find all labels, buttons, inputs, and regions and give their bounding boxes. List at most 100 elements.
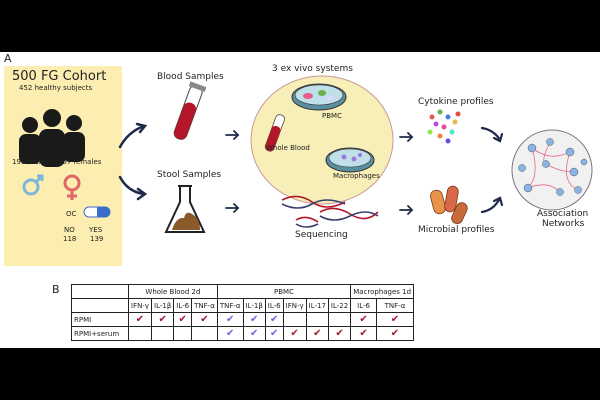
table-cell: ✔ xyxy=(242,326,266,341)
arrow-icon xyxy=(118,122,148,201)
column-header: IL-6 xyxy=(264,298,284,313)
table-cell xyxy=(173,326,193,341)
column-header: IL-6 xyxy=(350,298,377,313)
row-label: RPMI+serum xyxy=(71,326,129,341)
blood-tube-icon xyxy=(173,81,207,140)
table-cell: ✔ xyxy=(242,312,266,327)
table-cell xyxy=(282,312,307,327)
cytokine-profiles-label: Cytokine profiles xyxy=(418,97,494,107)
table-cell xyxy=(191,326,218,341)
table-row: RPMI+serum ✔ ✔ ✔ ✔ ✔ ✔ ✔ ✔ xyxy=(71,326,415,341)
male-symbol-icon xyxy=(22,174,44,196)
people-icon xyxy=(19,109,85,167)
checkmark-blue-icon: ✔ xyxy=(225,313,235,325)
column-header: IL-6 xyxy=(173,298,193,313)
pbmc-label: PBMC xyxy=(322,112,342,120)
group-header-macrophages: Macrophages 1d xyxy=(350,284,415,299)
diagram-graphics xyxy=(19,75,593,233)
dna-icon xyxy=(281,195,379,228)
checkmark-blue-icon: ✔ xyxy=(270,327,279,339)
oc-no-label: NO xyxy=(64,226,75,234)
oc-no-count: 118 xyxy=(63,235,77,243)
row-label: RPMI xyxy=(71,312,129,327)
panel-label-b: B xyxy=(52,283,60,296)
group-header-pbmc: PBMC xyxy=(216,284,352,299)
table-column-header-row: IFN-γ IL-1β IL-6 TNF-α TNF-α IL-1β IL-6 … xyxy=(71,298,415,313)
checkmark-blue-icon: ✔ xyxy=(249,313,259,325)
checkmark-red-icon: ✔ xyxy=(200,313,209,325)
checkmark-blue-icon: ✔ xyxy=(270,313,279,325)
pill-icon xyxy=(83,206,111,218)
table-cell: ✔ xyxy=(150,312,175,327)
table-corner-cell xyxy=(71,284,129,299)
petri-dish-icon xyxy=(291,83,347,111)
table-cell: ✔ xyxy=(216,312,244,327)
flask-icon xyxy=(164,185,206,233)
panel-label-a: A xyxy=(4,52,12,65)
table-cell: ✔ xyxy=(191,312,218,327)
ex-vivo-ellipse xyxy=(250,75,394,205)
table-cell: ✔ xyxy=(305,326,329,341)
column-header: TNF-α xyxy=(375,298,415,313)
petri-dish-icon xyxy=(325,147,375,173)
column-header: IL-22 xyxy=(327,298,352,313)
blood-tube-icon xyxy=(264,114,285,152)
checkmark-red-icon: ✔ xyxy=(178,313,187,325)
column-header: IFN-γ xyxy=(282,298,307,313)
checkmark-blue-icon: ✔ xyxy=(249,327,259,339)
female-symbol-icon xyxy=(63,174,81,200)
cohort-subtitle: 452 healthy subjects xyxy=(19,84,93,92)
table-cell: ✔ xyxy=(375,312,415,327)
checkmark-red-icon: ✔ xyxy=(390,327,400,339)
blood-samples-label: Blood Samples xyxy=(157,72,224,82)
table-cell xyxy=(327,312,352,327)
table-row: RPMI ✔ ✔ ✔ ✔ ✔ ✔ ✔ ✔ ✔ xyxy=(71,312,415,327)
checkmark-red-icon: ✔ xyxy=(359,313,368,325)
oc-yes-count: 139 xyxy=(90,235,104,243)
cohort-title: 500 FG Cohort xyxy=(12,69,107,84)
stool-samples-label: Stool Samples xyxy=(157,170,222,180)
table-cell: ✔ xyxy=(350,326,377,341)
table-cell: ✔ xyxy=(264,326,284,341)
group-header-whole-blood: Whole Blood 2d xyxy=(128,284,218,299)
macrophages-label: Macrophages xyxy=(333,172,380,180)
table-cell: ✔ xyxy=(350,312,377,327)
checkmark-red-icon: ✔ xyxy=(359,327,368,339)
table-cell: ✔ xyxy=(282,326,307,341)
network-icon xyxy=(511,129,593,211)
cytokine-dots-icon xyxy=(427,109,461,144)
cytokine-table: Whole Blood 2d PBMC Macrophages 1d IFN-γ… xyxy=(71,284,415,341)
table-cell: ✔ xyxy=(128,312,152,327)
checkmark-red-icon: ✔ xyxy=(290,327,299,339)
table-cell: ✔ xyxy=(216,326,244,341)
sequencing-label: Sequencing xyxy=(295,230,348,240)
table-cell: ✔ xyxy=(375,326,415,341)
association-label-line1: Association xyxy=(537,209,589,219)
table-cell: ✔ xyxy=(173,312,193,327)
association-label-line2: Networks xyxy=(542,219,585,229)
table-group-row: Whole Blood 2d PBMC Macrophages 1d xyxy=(71,284,415,299)
cohort-panel xyxy=(4,66,122,266)
microbial-profiles-label: Microbial profiles xyxy=(418,225,495,235)
ex-vivo-label: 3 ex vivo systems xyxy=(272,64,353,74)
bacteria-icon xyxy=(430,185,468,225)
column-header: IL-1β xyxy=(242,298,266,313)
table-header-blank xyxy=(71,298,129,313)
column-header: IL-17 xyxy=(305,298,329,313)
table-cell: ✔ xyxy=(327,326,352,341)
table-cell xyxy=(305,312,329,327)
arrow-icon xyxy=(480,126,504,214)
table-cell xyxy=(150,326,175,341)
checkmark-blue-icon: ✔ xyxy=(225,327,235,339)
checkmark-red-icon: ✔ xyxy=(390,313,400,325)
column-header: TNF-α xyxy=(191,298,218,313)
checkmark-red-icon: ✔ xyxy=(335,327,344,339)
oc-yes-label: YES xyxy=(89,226,103,234)
table-cell xyxy=(128,326,152,341)
females-count: 257 females xyxy=(58,158,102,166)
column-header: TNF-α xyxy=(216,298,244,313)
arrow-icon xyxy=(225,130,414,215)
checkmark-red-icon: ✔ xyxy=(158,313,167,325)
figure-canvas: A 500 FG Cohort 452 healthy subjects 195… xyxy=(0,52,600,348)
column-header: IL-1β xyxy=(150,298,175,313)
